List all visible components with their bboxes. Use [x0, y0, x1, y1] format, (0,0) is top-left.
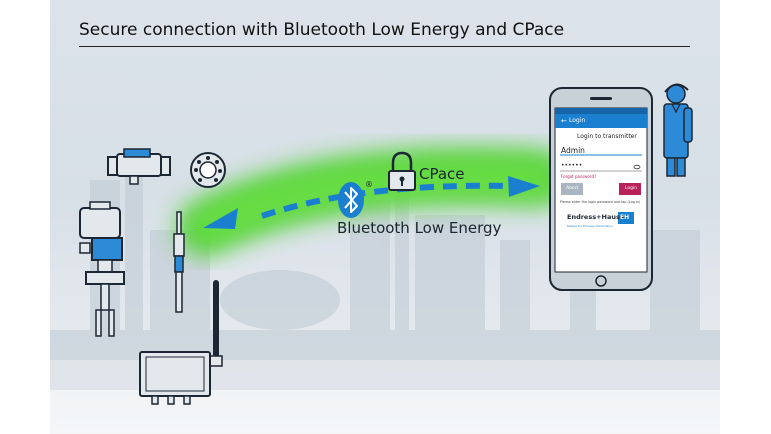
phone-hint-text: Please enter the login password and tap …: [560, 200, 641, 204]
flowmeter-device: [107, 148, 171, 185]
phone-password-field[interactable]: ••••••: [561, 162, 583, 169]
title-underline: [79, 46, 690, 47]
phone-brand-name: Endress+Hauser: [567, 213, 628, 221]
phone-app-bar-title: Login: [569, 117, 586, 124]
technician-figure: [663, 83, 693, 177]
registered-mark: ®: [365, 180, 373, 189]
level-switch-device: [79, 201, 125, 337]
phone-abort-button[interactable]: Abort: [566, 186, 579, 191]
bluetooth-label: Bluetooth Low Energy: [337, 219, 502, 237]
arrow-head-right: [508, 176, 540, 197]
probe-sensor: [173, 211, 185, 313]
padlock-icon: [388, 151, 416, 191]
phone-heading: Login to transmitter: [577, 133, 637, 140]
smartphone: [549, 87, 653, 291]
phone-login-button[interactable]: Login: [625, 186, 638, 191]
arrow-head-left: [203, 208, 238, 229]
round-transmitter: [190, 152, 226, 188]
diagram-title: Secure connection with Bluetooth Low Ene…: [79, 20, 565, 40]
phone-brand-logo: EH: [620, 214, 630, 221]
phone-forgot-password-link[interactable]: Forgot password?: [561, 174, 597, 179]
connection-arrow: [203, 176, 540, 229]
phone-username-field[interactable]: Admin: [561, 146, 585, 155]
phone-brand-tagline: People for Process Automation: [567, 224, 613, 228]
phone-back-icon[interactable]: ←: [561, 117, 567, 125]
cpace-label: CPace: [419, 165, 465, 183]
bluetooth-icon: [338, 182, 364, 218]
gateway-device: [139, 280, 223, 405]
